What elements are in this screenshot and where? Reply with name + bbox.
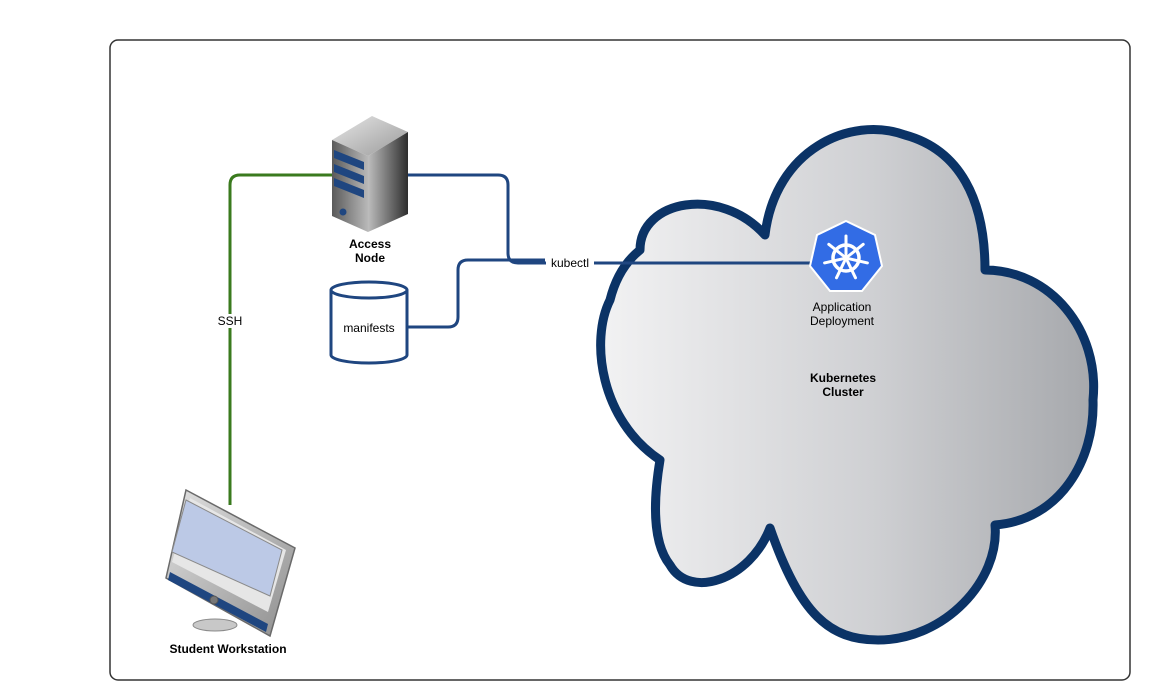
monitor-icon bbox=[165, 488, 296, 638]
kubernetes-cluster-label: Kubernetes Cluster bbox=[793, 371, 893, 399]
cloud-icon bbox=[596, 125, 1099, 645]
kubernetes-cluster-label-line2: Cluster bbox=[822, 385, 864, 399]
application-deployment-label-line2: Deployment bbox=[809, 314, 875, 328]
manifests-label: manifests bbox=[343, 321, 395, 335]
manifests-kubectl-line bbox=[407, 258, 545, 329]
access-node-label-line2: Node bbox=[355, 251, 385, 265]
access-node-label-line1: Access bbox=[348, 237, 392, 251]
kubernetes-cluster-label-line1: Kubernetes bbox=[809, 371, 877, 385]
database-cylinder-icon bbox=[329, 280, 409, 365]
server-icon bbox=[332, 116, 408, 232]
ssh-label: SSH bbox=[213, 314, 247, 328]
kubectl-label: kubectl bbox=[546, 256, 594, 270]
kubernetes-helm-icon bbox=[808, 219, 884, 292]
access-node-kubectl-line bbox=[405, 173, 810, 265]
ssh-connection-line bbox=[228, 173, 334, 505]
kubernetes-cluster-cloud bbox=[596, 125, 1099, 645]
application-deployment-label: Application Deployment bbox=[792, 300, 892, 328]
student-workstation-label: Student Workstation bbox=[169, 642, 287, 656]
access-node-label: Access Node bbox=[330, 237, 410, 265]
application-deployment-label-line1: Application bbox=[812, 300, 872, 314]
